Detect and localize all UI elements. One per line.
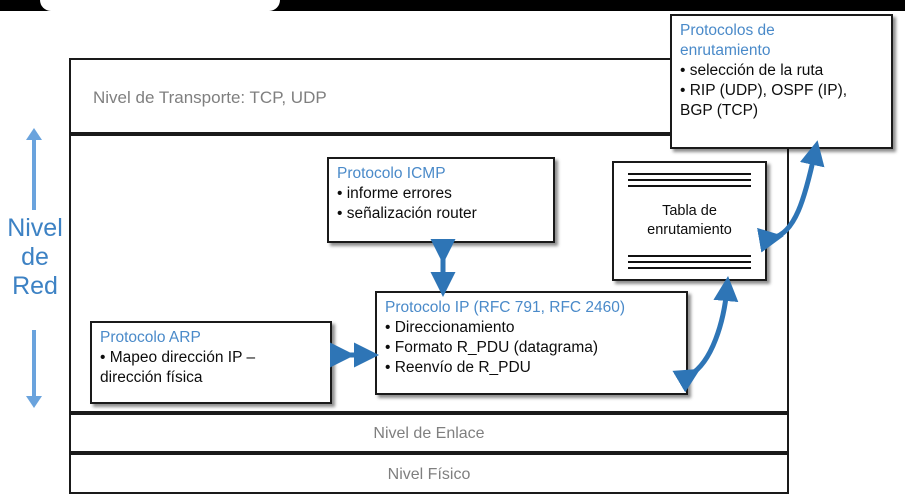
callout-arp-bullets: • Mapeo dirección IP – dirección física [100, 348, 322, 388]
rule-line [628, 255, 751, 257]
callout-ip-bullet-2: • Formato R_PDU (datagrama) [385, 339, 599, 356]
nivel-red-arrow-shaft-up [32, 140, 36, 210]
callout-ip-title: Protocolo IP (RFC 791, RFC 2460) [385, 299, 626, 316]
nivel-red-arrow-head-down [26, 396, 42, 408]
callout-enrutamiento-bullet-2: • RIP (UDP), OSPF (IP), BGP (TCP) [680, 82, 848, 119]
layer-transporte-label: Nivel de Transporte: TCP, UDP [93, 88, 327, 107]
nivel-red-arrow-shaft-down [32, 330, 36, 396]
callout-protocolo-icmp[interactable]: Protocolo ICMP • informe errores • señal… [327, 157, 555, 243]
slide-top-strip [0, 0, 905, 11]
callout-ip-bullet-3: • Reenvío de R_PDU [385, 359, 531, 376]
callout-icmp-bullet-1: • informe errores [337, 185, 452, 202]
callout-icmp-title: Protocolo ICMP [337, 165, 446, 182]
layer-fisico-label: Nivel Físico [387, 466, 471, 483]
routing-table-document[interactable]: Tabla de enrutamiento [612, 161, 767, 281]
callout-protocolo-ip[interactable]: Protocolo IP (RFC 791, RFC 2460) • Direc… [375, 291, 688, 395]
layer-enlace: Nivel de Enlace [69, 413, 789, 453]
arrow-routing-table-protocols [757, 140, 825, 253]
layer-fisico: Nivel Físico [69, 453, 789, 494]
routing-table-rules-bottom [628, 255, 751, 269]
nivel-red-label: Nivel de Red [7, 214, 63, 300]
callout-ip-bullets: • Direccionamiento • Formato R_PDU (data… [385, 318, 678, 378]
callout-enrutamiento-bullet-1: • selección de la ruta [680, 62, 824, 79]
callout-icmp-bullets: • informe errores • señalización router [337, 184, 545, 224]
rule-line [628, 267, 751, 269]
callout-enrutamiento-bullets: • selección de la ruta • RIP (UDP), OSPF… [680, 61, 883, 121]
callout-ip-bullet-1: • Direccionamiento [385, 319, 515, 336]
callout-arp-bullet-1: • Mapeo dirección IP – dirección física [100, 349, 256, 386]
callout-icmp-bullet-2: • señalización router [337, 205, 477, 222]
rule-line [628, 173, 751, 175]
callout-arp-title: Protocolo ARP [100, 329, 201, 346]
arrow-ip-routing-table [672, 276, 739, 393]
rule-line [628, 261, 751, 263]
routing-table-rules-top [628, 173, 751, 187]
layer-transporte: Nivel de Transporte: TCP, UDP [69, 58, 789, 134]
callout-protocolo-arp[interactable]: Protocolo ARP • Mapeo dirección IP – dir… [90, 321, 332, 404]
callout-protocolos-enrutamiento[interactable]: Protocolos de enrutamiento • selección d… [670, 14, 893, 149]
rule-line [628, 185, 751, 187]
slide-top-strip-cutout [40, 0, 280, 11]
nivel-red-arrow-head-up [26, 128, 42, 140]
routing-table-label: Tabla de enrutamiento [647, 203, 732, 238]
rule-line [628, 179, 751, 181]
callout-enrutamiento-title: Protocolos de enrutamiento [680, 22, 775, 59]
layer-enlace-label: Nivel de Enlace [373, 425, 485, 442]
